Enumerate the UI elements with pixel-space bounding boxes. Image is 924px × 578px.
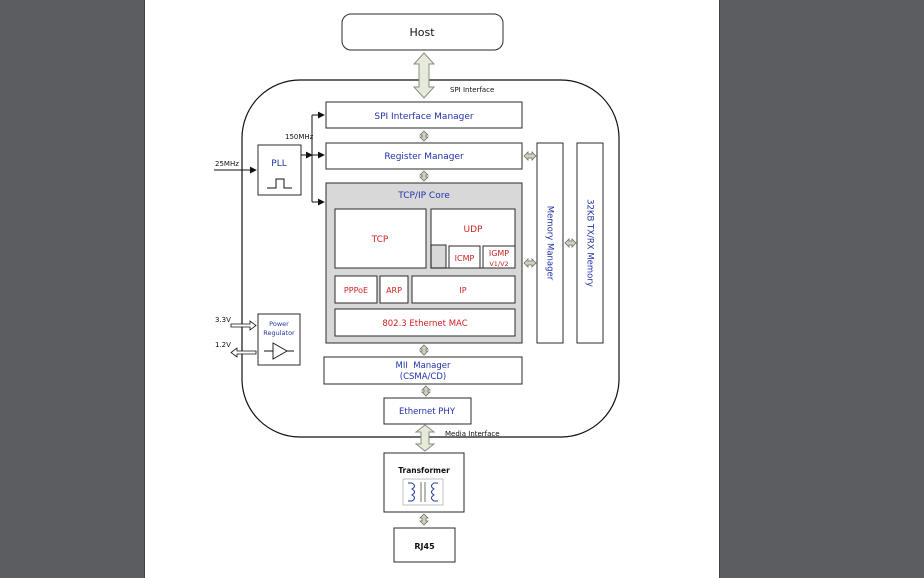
spi-interface-label: SPI Interface xyxy=(450,86,494,94)
ethernet-phy-label: Ethernet PHY xyxy=(399,407,456,417)
host-block: Host xyxy=(341,13,504,51)
register-core-arrow xyxy=(419,170,429,182)
icmp-label: ICMP xyxy=(455,254,475,263)
register-manager-label: Register Manager xyxy=(384,152,464,162)
ethernet-phy-block: Ethernet PHY xyxy=(383,397,472,425)
clock-25mhz-label: 25MHz xyxy=(215,160,239,168)
arp-label: ARP xyxy=(386,286,402,295)
transformer-coil-icon xyxy=(408,482,438,502)
clock-150mhz-label: 150MHz xyxy=(285,133,314,141)
mii-manager-block: MII Manager (CSMA/CD) xyxy=(323,356,523,385)
mii-phy-arrow xyxy=(421,385,431,397)
media-interface-arrow xyxy=(414,424,436,452)
core-memmgr-arrow xyxy=(523,258,537,268)
memory-label: 32KB TX/RX Memory xyxy=(585,199,595,287)
icmp-block xyxy=(448,245,481,269)
media-interface-label: Media Interface xyxy=(445,430,500,438)
power-regulator-label-2: Regulator xyxy=(263,329,295,337)
voltage-3v3-label: 3.3V xyxy=(215,316,231,324)
memory-manager-block: Memory Manager xyxy=(536,142,564,344)
ethernet-mac-block xyxy=(334,308,516,337)
ethernet-mac-label: 802.3 Ethernet MAC xyxy=(382,319,467,329)
transformer-label: Transformer xyxy=(398,466,450,475)
tcpip-core-block: TCP/IP Core TCP UDP ICMP IGMP V1/V2 PPPo… xyxy=(325,182,523,344)
transformer-block: Transformer xyxy=(383,452,465,513)
spi-interface-manager-label: SPI Interface Manager xyxy=(374,112,474,122)
pll-block: PLL xyxy=(257,144,302,196)
memmgr-memory-arrow xyxy=(564,238,577,248)
power-regulator-block: Power Regulator xyxy=(257,313,301,366)
tcpip-core-label: TCP/IP Core xyxy=(397,191,450,201)
rj45-label: RJ45 xyxy=(414,542,435,551)
pppoe-block xyxy=(334,275,378,304)
input-3v3-arrow xyxy=(230,320,257,331)
igmp-block xyxy=(482,245,516,269)
power-regulator-label-1: Power xyxy=(269,320,289,328)
ip-block xyxy=(411,275,516,304)
host-label: Host xyxy=(409,26,435,39)
memory-manager-label: Memory Manager xyxy=(545,206,555,281)
register-memmgr-arrow xyxy=(523,151,537,161)
arp-block xyxy=(379,275,409,304)
ip-label: IP xyxy=(459,286,466,295)
chip-outline xyxy=(241,79,620,438)
spi-register-arrow xyxy=(419,130,429,142)
core-mii-arrow xyxy=(419,344,429,356)
memory-block: 32KB TX/RX Memory xyxy=(576,142,604,344)
mii-manager-sublabel: (CSMA/CD) xyxy=(400,372,446,382)
udp-label: UDP xyxy=(464,225,484,235)
pppoe-label: PPPoE xyxy=(344,286,368,295)
pll-label: PLL xyxy=(271,159,286,169)
tcp-block xyxy=(334,208,427,269)
output-1v2-arrow xyxy=(230,347,257,358)
register-manager-block: Register Manager xyxy=(325,142,523,170)
igmp-label: IGMP xyxy=(489,249,509,258)
mii-manager-label: MII Manager xyxy=(395,361,451,371)
igmp-version-label: V1/V2 xyxy=(489,260,508,268)
spi-interface-arrow xyxy=(412,52,436,99)
clock-waveform-icon xyxy=(267,178,292,189)
voltage-1v2-label: 1.2V xyxy=(215,341,231,349)
tcp-label: TCP xyxy=(371,235,389,245)
transformer-rj45-arrow xyxy=(419,513,429,526)
rj45-block: RJ45 xyxy=(393,527,456,563)
spi-interface-manager-block: SPI Interface Manager xyxy=(325,101,523,129)
